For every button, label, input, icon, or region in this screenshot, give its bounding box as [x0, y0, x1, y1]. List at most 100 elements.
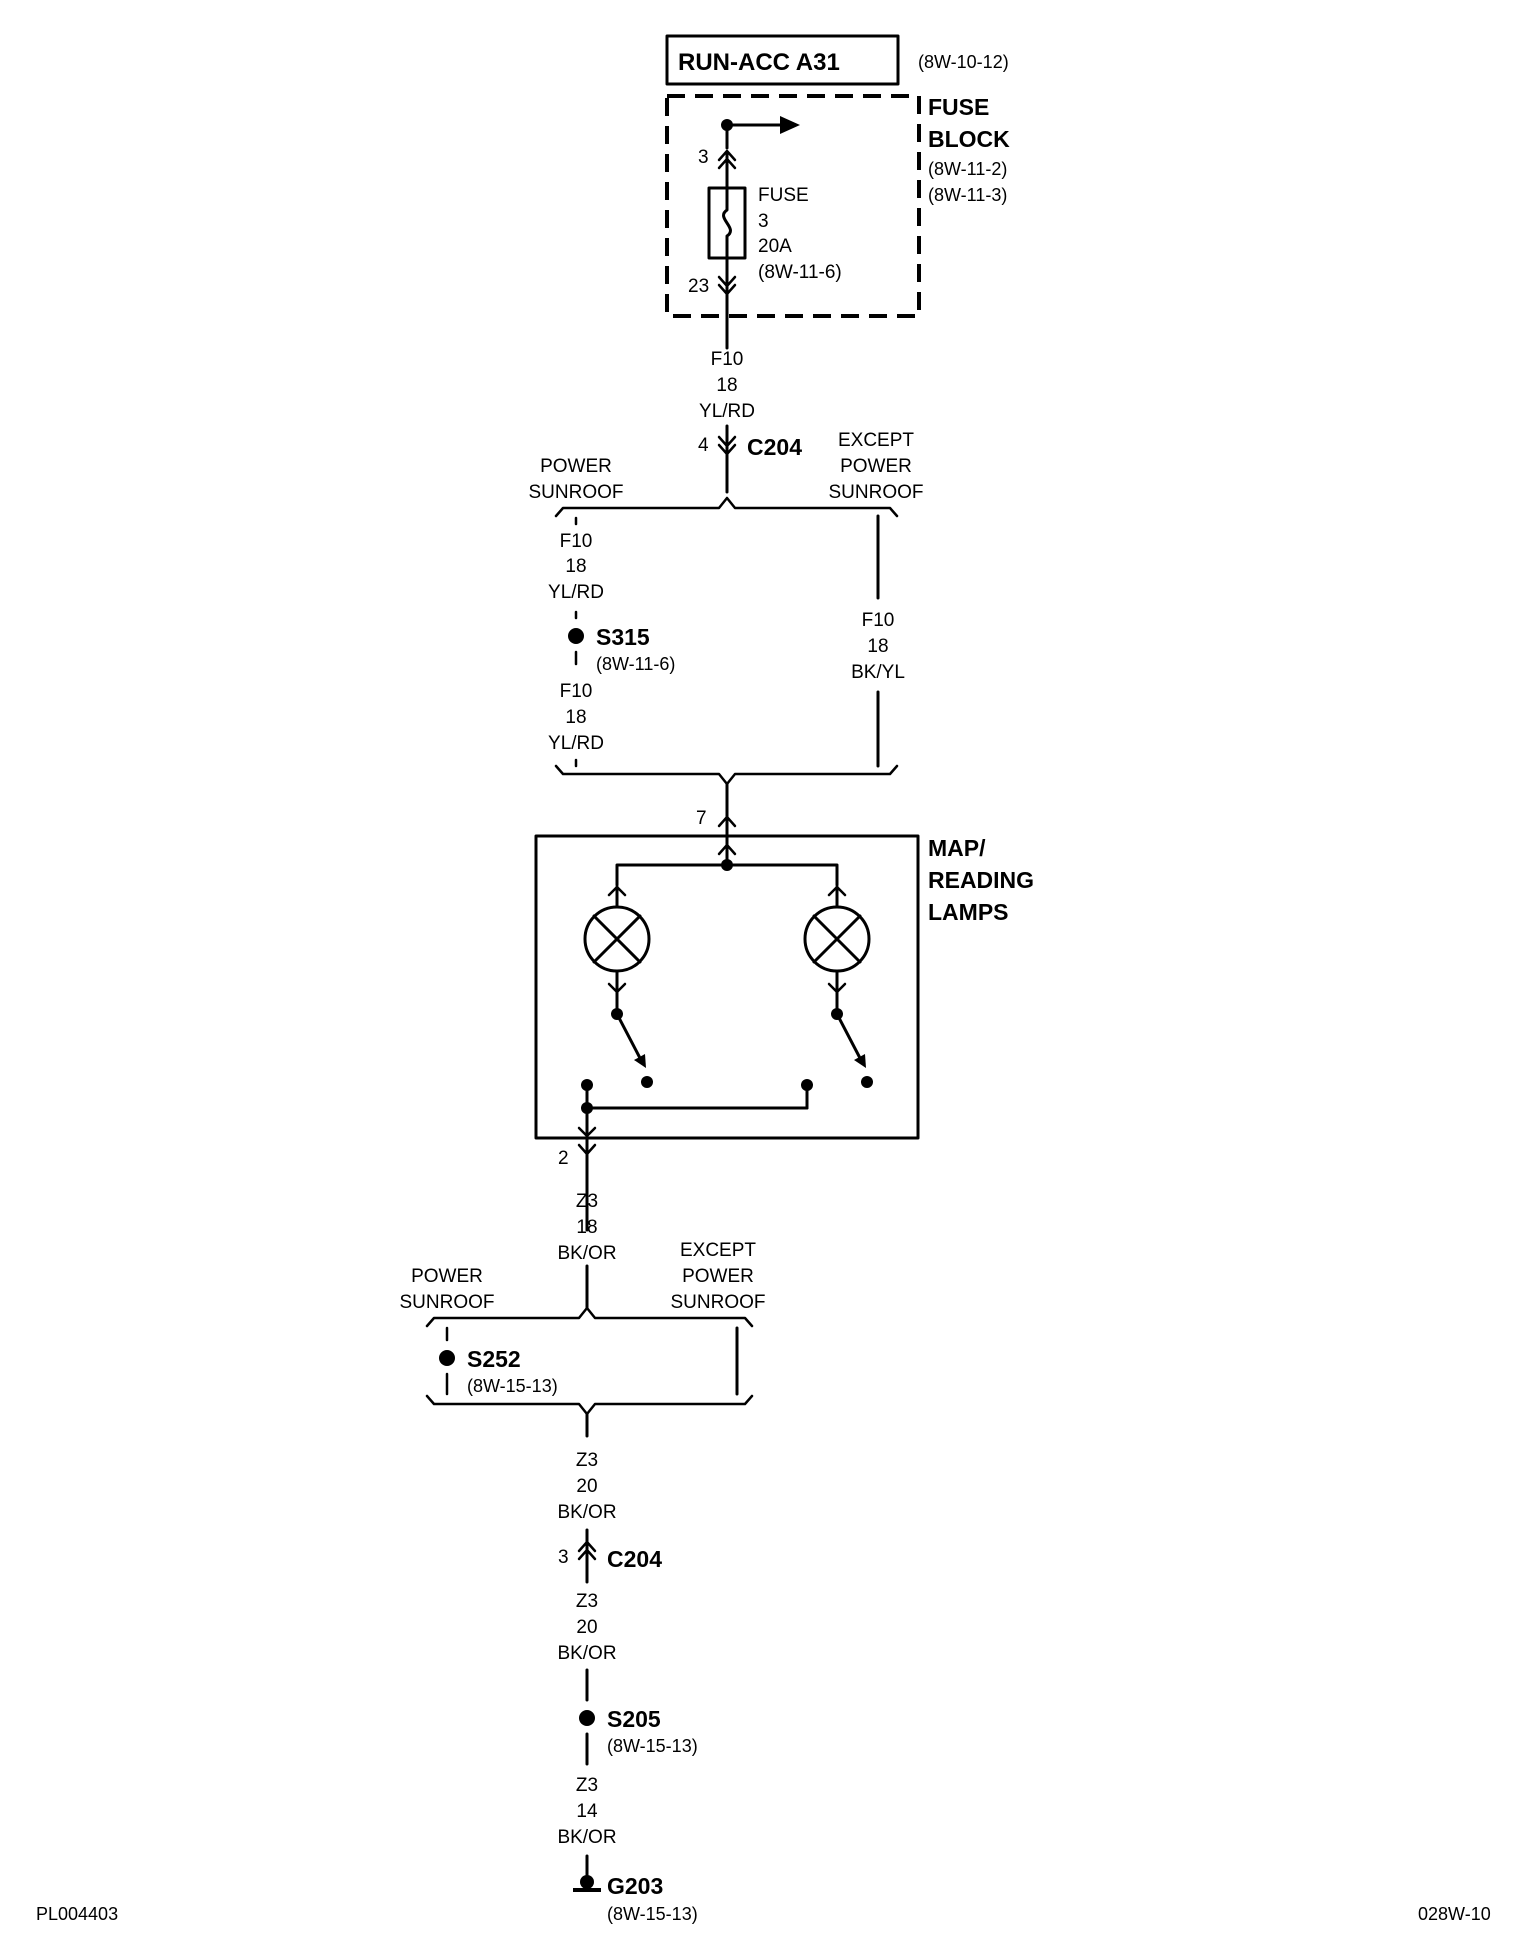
footer-right-code: 028W-10: [1418, 1904, 1491, 1924]
option-except-2: POWER: [840, 456, 912, 477]
splice-dot-s252: [439, 1350, 455, 1366]
splice-s205-ref: (8W-15-13): [607, 1736, 698, 1756]
wire-color: BK/OR: [557, 1243, 616, 1264]
connector-chevron-icon: [717, 435, 737, 448]
splice-s315-name: S315: [596, 624, 650, 650]
wire-color: YL/RD: [548, 733, 604, 754]
fuse-pin-out: 23: [688, 276, 709, 297]
connector-chevron-icon: [577, 1143, 597, 1156]
arrow-right-icon: [780, 116, 800, 134]
switch-arrow-icon: [634, 1054, 646, 1068]
c204-top-pin: 4: [698, 435, 709, 456]
wire-circuit: Z3: [576, 1450, 598, 1471]
wire-gauge: 18: [867, 636, 888, 657]
switch-blade-icon: [615, 1012, 643, 1062]
splice-s315-ref: (8W-11-6): [596, 654, 675, 674]
fuse-block-ref-2: (8W-11-3): [928, 185, 1007, 205]
option-power-sunroof-1: POWER: [411, 1266, 483, 1287]
connector-chevron-icon: [717, 443, 737, 456]
splice-s252-ref: (8W-15-13): [467, 1376, 558, 1396]
option-except-3: SUNROOF: [671, 1292, 766, 1313]
connector-chevron-icon: [577, 1540, 597, 1553]
component-name-3: LAMPS: [928, 899, 1009, 925]
ground-ref: (8W-15-13): [607, 1904, 698, 1924]
wire-circuit: Z3: [576, 1191, 598, 1212]
fuse-block-label-1: FUSE: [928, 94, 989, 120]
wire-circuit: Z3: [576, 1591, 598, 1612]
ground-name: G203: [607, 1873, 663, 1899]
wire-circuit: F10: [560, 531, 593, 552]
option-brace-lower: [554, 764, 899, 786]
fuse-pin-in: 3: [698, 147, 709, 168]
option-brace-upper: [554, 496, 899, 518]
lamp-in-pin: 7: [696, 808, 707, 829]
splice-s252-name: S252: [467, 1346, 521, 1372]
lamp-bulb-icon: [812, 914, 862, 964]
option-except-1: EXCEPT: [680, 1240, 756, 1261]
splice-dot-s205: [579, 1710, 595, 1726]
connector-chevron-icon: [717, 843, 737, 856]
wire-gauge: 18: [716, 375, 737, 396]
switch-arrow-icon: [854, 1054, 866, 1068]
option-except-1: EXCEPT: [838, 430, 914, 451]
wire-gauge: 18: [565, 556, 586, 577]
option-power-sunroof-2: SUNROOF: [529, 482, 624, 503]
wire-gauge: 20: [576, 1476, 597, 1497]
footer-left-code: PL004403: [36, 1904, 118, 1924]
wire-color: BK/OR: [557, 1502, 616, 1523]
wire-gauge: 18: [565, 707, 586, 728]
fuse-block-outline: [665, 94, 921, 318]
switch-contact: [641, 1076, 653, 1088]
component-name-2: READING: [928, 867, 1034, 893]
component-name-1: MAP/: [928, 835, 986, 861]
fuse-rating: 20A: [758, 236, 792, 257]
wire-color: YL/RD: [548, 582, 604, 603]
wire-circuit: F10: [711, 349, 744, 370]
switch-contact: [861, 1076, 873, 1088]
connector-chevron-icon: [717, 283, 737, 296]
fuse-number: 3: [758, 211, 769, 232]
lamp-bulb-icon: [592, 914, 642, 964]
c204-top-name: C204: [747, 434, 802, 460]
connector-chevron-icon: [577, 1126, 597, 1138]
wire-color: BK/OR: [557, 1643, 616, 1664]
wire-gauge: 20: [576, 1617, 597, 1638]
fuse-block-label-2: BLOCK: [928, 126, 1010, 152]
lamp-bus-wire: [615, 863, 839, 887]
source-ref: (8W-10-12): [918, 52, 1009, 72]
ground-icon: [573, 1888, 601, 1892]
option-except-2: POWER: [682, 1266, 754, 1287]
wire-color: BK/YL: [851, 662, 905, 683]
map-reading-lamps-box: [534, 834, 920, 1140]
wire-gauge: 14: [576, 1801, 598, 1822]
splice-s205-name: S205: [607, 1706, 661, 1732]
option-except-3: SUNROOF: [829, 482, 924, 503]
ground-icon: [580, 1875, 594, 1889]
wire-gauge: 18: [576, 1217, 597, 1238]
fuse-block-ref-1: (8W-11-2): [928, 159, 1007, 179]
connector-chevron-icon: [577, 1548, 597, 1561]
connector-chevron-icon: [717, 275, 737, 288]
fuse-ref: (8W-11-6): [758, 262, 842, 283]
wire-circuit: F10: [862, 610, 895, 631]
option-power-sunroof-2: SUNROOF: [400, 1292, 495, 1313]
fuse-element-icon: [722, 186, 732, 260]
option-power-sunroof-1: POWER: [540, 456, 612, 477]
switch-blade-icon: [835, 1012, 863, 1062]
lamp-out-pin: 2: [558, 1148, 569, 1169]
fuse-label: FUSE: [758, 185, 809, 206]
wire-circuit: Z3: [576, 1775, 598, 1796]
splice-dot-s315: [568, 628, 584, 644]
source-name: RUN-ACC A31: [678, 49, 840, 76]
wire-color: YL/RD: [699, 401, 755, 422]
connector-chevron-icon: [717, 815, 737, 828]
c204-bottom-pin: 3: [558, 1547, 569, 1568]
wire-color: BK/OR: [557, 1827, 616, 1848]
source-box: [665, 34, 900, 86]
c204-bottom-name: C204: [607, 1546, 662, 1572]
wire-circuit: F10: [560, 681, 593, 702]
option-brace-upper: [425, 1306, 754, 1328]
option-brace-lower: [425, 1394, 754, 1416]
